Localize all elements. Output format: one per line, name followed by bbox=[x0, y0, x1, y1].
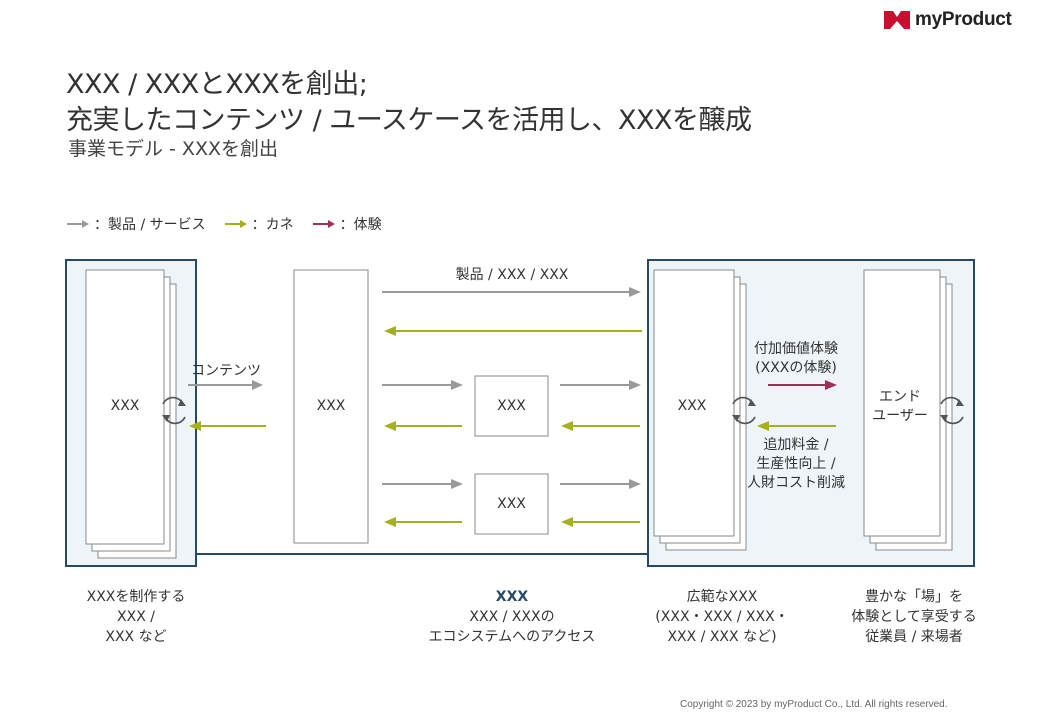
copyright: Copyright © 2023 by myProduct Co., Ltd. … bbox=[680, 699, 948, 710]
brand-name: myProduct bbox=[915, 9, 1012, 30]
experience-flow-label: 付加価値体験 (XXXの体験) bbox=[754, 341, 838, 376]
platform-caption-title: XXX bbox=[495, 589, 529, 605]
page-title-line1: XXX / XXXとXXXを創出; bbox=[66, 69, 368, 100]
end-user-card bbox=[863, 269, 941, 537]
platform-caption-text: XXX / XXXの エコシステムへのアクセス bbox=[428, 609, 596, 645]
gray-arrow-icon bbox=[67, 220, 89, 228]
creator-caption: XXXを制作する XXX / XXX など bbox=[86, 589, 186, 645]
venue-label: XXX bbox=[677, 398, 707, 414]
creator-card bbox=[85, 269, 165, 545]
legend-label-experience: ：体験 bbox=[339, 217, 382, 233]
product-flow-label: 製品 / XXX / XXX bbox=[455, 267, 569, 283]
cycle-icon bbox=[940, 396, 964, 425]
brand-logo: myProduct bbox=[884, 8, 1012, 32]
legend-item-product: ：製品 / サービス bbox=[66, 214, 206, 234]
page-subtitle: 事業モデル - XXXを創出 bbox=[68, 138, 278, 160]
end-user-label: エンド ユーザー bbox=[872, 389, 928, 424]
mid-top-box bbox=[474, 375, 549, 437]
legend: ：製品 / サービス ：カネ ：体験 bbox=[66, 214, 400, 234]
mid-bottom-box bbox=[474, 473, 549, 535]
cycle-icon bbox=[732, 396, 756, 425]
logo-mark-icon bbox=[884, 11, 910, 29]
platform-caption: XXX XXX / XXXの エコシステムへのアクセス bbox=[420, 587, 604, 647]
payment-flow-label: 追加料金 / 生産性向上 / 人財コスト削減 bbox=[747, 437, 845, 491]
money-arrows bbox=[189, 326, 836, 527]
legend-label-product: ：製品 / サービス bbox=[94, 217, 206, 233]
product-arrows bbox=[188, 287, 641, 489]
venue-caption: 広範なXXX (XXX・XXX / XXX・ XXX / XXX など) bbox=[655, 589, 789, 645]
mid-bottom-label: XXX bbox=[497, 496, 526, 512]
end-user-caption: 豊かな「場」を 体験として享受する 従業員 / 来場者 bbox=[851, 589, 977, 645]
frame-connector bbox=[195, 260, 648, 555]
platform-card bbox=[293, 269, 369, 544]
cycle-icon bbox=[162, 396, 186, 425]
content-flow-label: コンテンツ bbox=[191, 363, 261, 379]
experience-arrow bbox=[768, 380, 837, 390]
red-arrow-icon bbox=[312, 220, 335, 228]
legend-item-money: ：カネ bbox=[224, 214, 294, 234]
creator-label: XXX bbox=[110, 398, 140, 414]
page-title-line2: 充実したコンテンツ / ユースケースを活用し、XXXを醸成 bbox=[66, 105, 752, 136]
legend-label-money: ：カネ bbox=[251, 217, 294, 233]
venue-card bbox=[653, 269, 735, 537]
legend-item-experience: ：体験 bbox=[312, 214, 382, 234]
green-arrow-icon bbox=[224, 220, 247, 228]
platform-label: XXX bbox=[316, 398, 346, 414]
mid-top-label: XXX bbox=[497, 398, 526, 414]
